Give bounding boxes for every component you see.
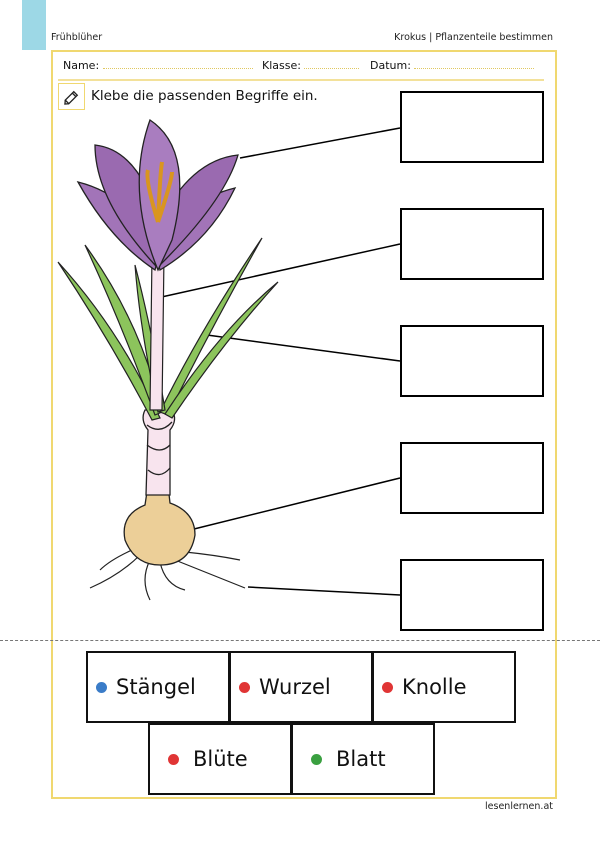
answer-box-2[interactable]	[400, 208, 544, 280]
word-card-blatt[interactable]: Blatt	[291, 723, 435, 795]
worksheet-frame	[51, 50, 557, 799]
instruction-text: Klebe die passenden Begriffe ein.	[91, 88, 318, 104]
card-label: Wurzel	[259, 675, 331, 699]
bulb	[123, 409, 196, 566]
dot-icon	[239, 681, 250, 693]
leaves	[57, 237, 279, 421]
class-field[interactable]: Klasse:	[262, 59, 360, 72]
answer-box-4[interactable]	[400, 442, 544, 514]
divider	[58, 79, 544, 81]
class-label: Klasse:	[262, 59, 301, 72]
roots	[89, 549, 246, 601]
answer-box-3[interactable]	[400, 325, 544, 397]
answer-box-5[interactable]	[400, 559, 544, 631]
flower	[76, 118, 239, 272]
pencil-icon	[58, 83, 85, 110]
date-label: Datum:	[370, 59, 411, 72]
word-card-bluete[interactable]: Blüte	[148, 723, 292, 795]
answer-box-1[interactable]	[400, 91, 544, 163]
card-label: Stängel	[116, 675, 196, 699]
cut-line	[0, 640, 600, 641]
word-card-knolle[interactable]: Knolle	[372, 651, 516, 723]
header-category: Frühblüher	[51, 32, 103, 43]
card-label: Blatt	[336, 747, 386, 771]
dot-icon	[311, 753, 322, 765]
card-label: Knolle	[402, 675, 467, 699]
date-field[interactable]: Datum:	[370, 59, 535, 72]
header-title: Krokus | Pflanzenteile bestimmen	[394, 32, 553, 43]
word-card-wurzel[interactable]: Wurzel	[229, 651, 373, 723]
crocus-illustration	[57, 118, 401, 601]
dot-icon	[382, 681, 393, 693]
footer-site: lesenlernen.at	[485, 801, 553, 812]
stem	[149, 254, 165, 411]
word-card-staengel[interactable]: Stängel	[86, 651, 230, 723]
dot-icon	[96, 681, 107, 693]
dot-icon	[168, 753, 179, 765]
name-label: Name:	[63, 59, 100, 72]
name-field[interactable]: Name:	[63, 59, 253, 72]
leader-lines	[156, 127, 401, 596]
color-tab	[22, 0, 46, 50]
card-label: Blüte	[193, 747, 248, 771]
